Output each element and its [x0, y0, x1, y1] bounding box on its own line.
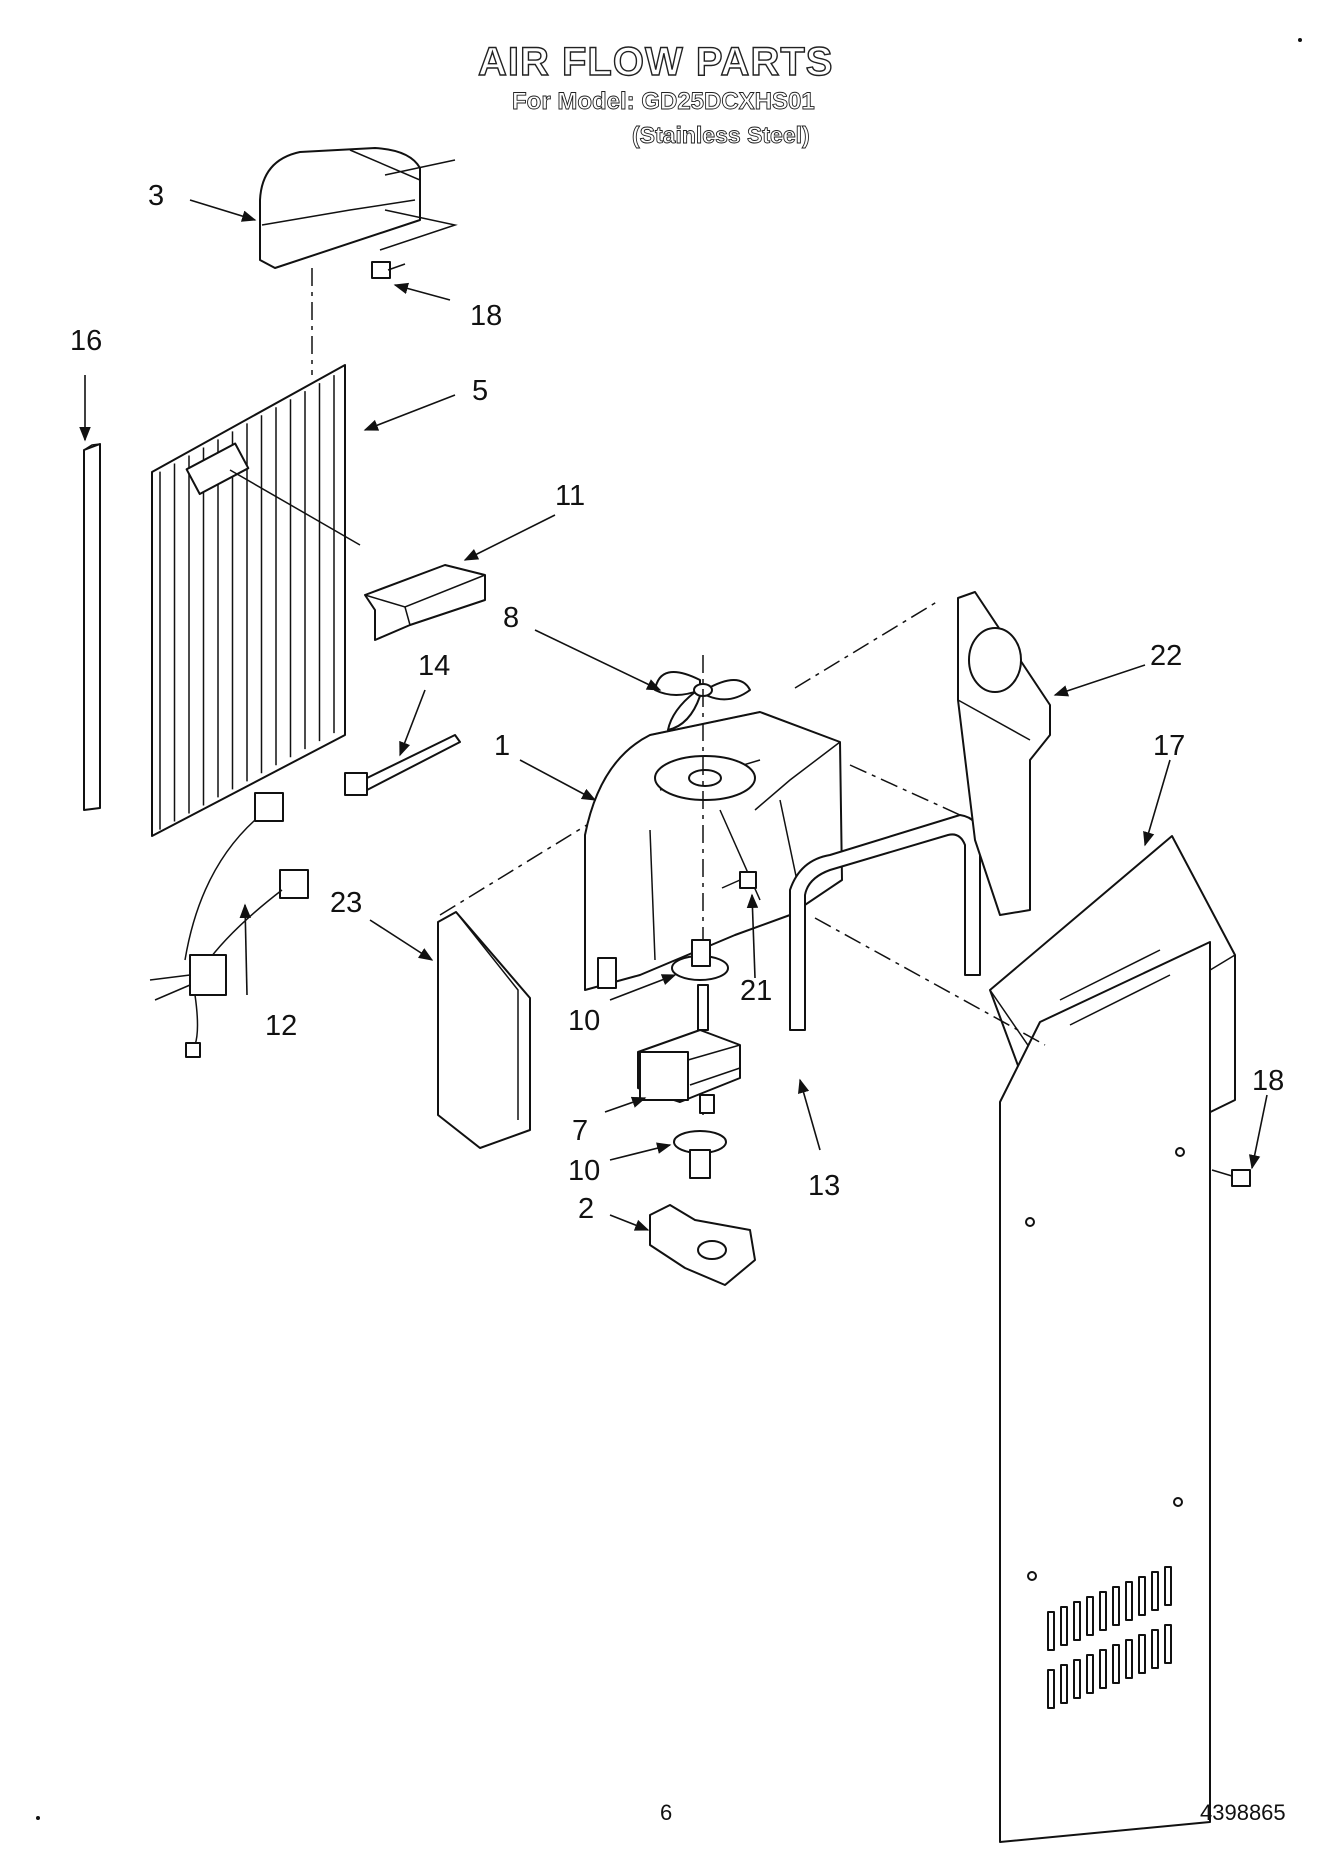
vent-slot [1060, 1606, 1068, 1646]
vent-slot [1138, 1634, 1146, 1674]
part-13-u-channel [789, 814, 981, 1031]
vent-slot [1099, 1591, 1107, 1631]
part-12-wire-harness [149, 792, 309, 1058]
callout-21: 21 [740, 975, 772, 1007]
page-number: 6 [660, 1800, 673, 1825]
part-10-grommet-upper [671, 939, 729, 981]
vent-slot [1073, 1659, 1081, 1699]
document-number: 4398865 [1200, 1800, 1286, 1825]
vent-slot [1112, 1644, 1120, 1684]
callout-1: 1 [494, 730, 510, 762]
part-7-fan-motor [637, 984, 741, 1114]
callout-16: 16 [70, 325, 102, 357]
part-10-grommet-lower [673, 1130, 727, 1179]
leader-lines [79, 199, 1268, 1231]
model-line: For Model: GD25DCXHS01 [512, 88, 816, 116]
callout-11: 11 [555, 480, 585, 512]
vent-slot [1086, 1654, 1094, 1694]
callout-18-right: 18 [1252, 1065, 1284, 1097]
scan-dot [1298, 38, 1302, 42]
part-2-motor-bracket [649, 1204, 756, 1286]
vent-slot [1112, 1586, 1120, 1626]
callout-7: 7 [572, 1115, 588, 1147]
callout-12: 12 [265, 1010, 297, 1042]
callout-18-top: 18 [470, 300, 502, 332]
callout-8: 8 [503, 602, 519, 634]
part-5-evaporator-cover [151, 364, 361, 837]
scan-dot [36, 1816, 40, 1820]
callout-10-upper: 10 [568, 1005, 600, 1037]
callout-5: 5 [472, 375, 488, 407]
vent-slot [1125, 1581, 1133, 1621]
vent-slot [1138, 1576, 1146, 1616]
vent-slot [1164, 1566, 1172, 1606]
part-16-seal-strip [83, 443, 101, 811]
vent-slot [1151, 1629, 1159, 1669]
callout-14: 14 [418, 650, 450, 682]
vent-slot [1086, 1596, 1094, 1636]
callout-13: 13 [808, 1170, 840, 1202]
callout-10-lower: 10 [568, 1155, 600, 1187]
part-14-cable-tie [344, 734, 461, 796]
part-8-fan-blade [654, 671, 751, 731]
page-title: AIR FLOW PARTS [477, 39, 834, 84]
callout-22: 22 [1150, 640, 1182, 672]
part-22-side-baffle [957, 591, 1051, 916]
part-21-screw [721, 871, 757, 889]
part-1-fan-shroud [584, 711, 843, 991]
part-18-screw-right [1211, 1169, 1251, 1187]
part-3-duct-cover [259, 147, 458, 269]
vent-slot [1047, 1611, 1055, 1651]
vent-slot [1047, 1669, 1055, 1709]
vent-slot [1060, 1664, 1068, 1704]
part-18-screw-top [371, 261, 406, 279]
vent-slot [1125, 1639, 1133, 1679]
vent-slot [1099, 1649, 1107, 1689]
part-17-rear-duct [989, 835, 1236, 1843]
vent-slot [1151, 1571, 1159, 1611]
callout-17: 17 [1153, 730, 1185, 762]
finish-line: (Stainless Steel) [632, 122, 811, 149]
callout-2: 2 [578, 1193, 594, 1225]
callout-3: 3 [148, 180, 164, 212]
callout-23: 23 [330, 887, 362, 919]
vent-slot [1164, 1624, 1172, 1664]
part-11-bracket [364, 564, 486, 641]
vent-slot [1073, 1601, 1081, 1641]
part-23-side-panel [437, 911, 531, 1149]
